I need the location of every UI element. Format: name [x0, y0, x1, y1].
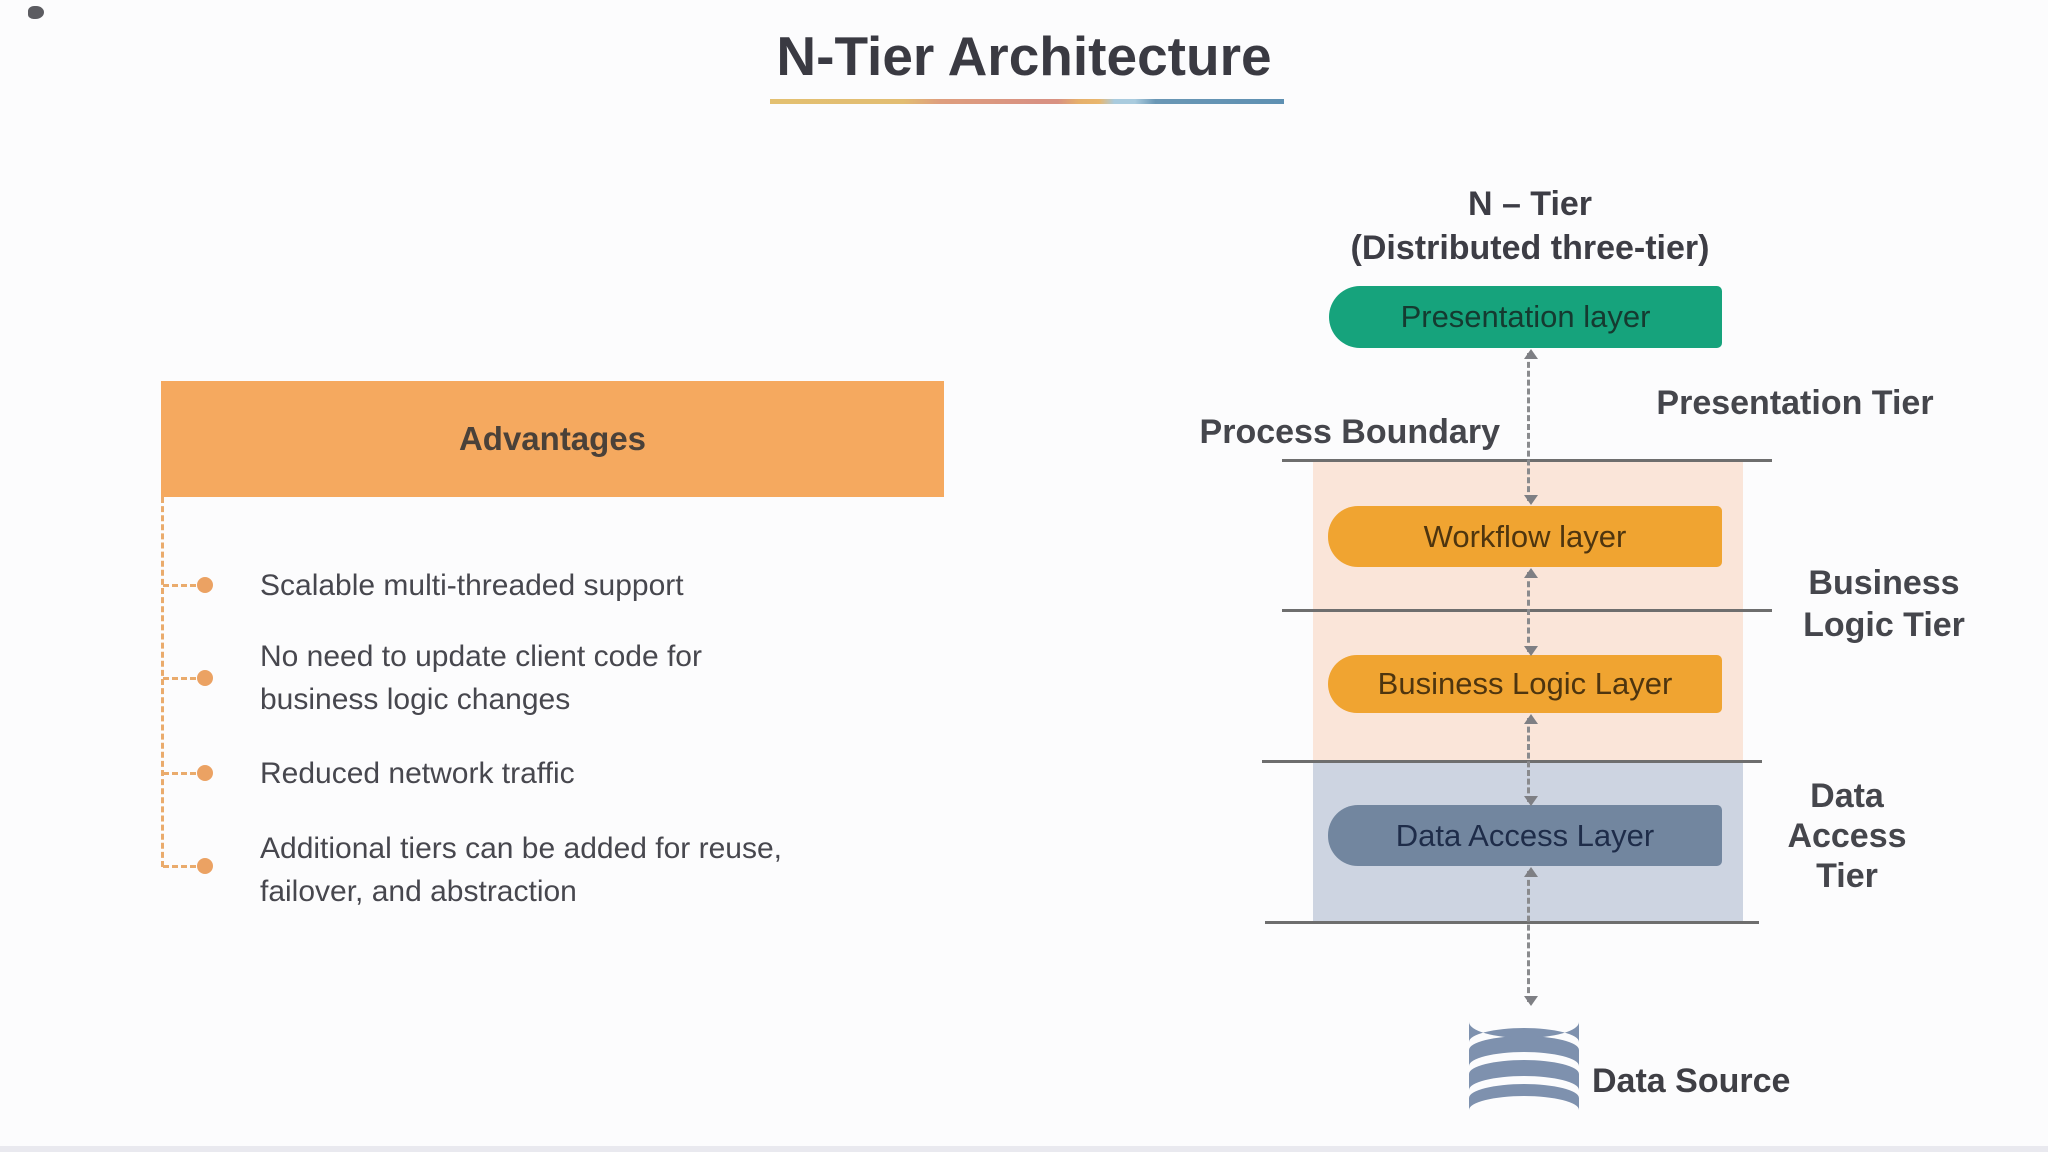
bullet-dot	[197, 765, 213, 781]
dashed-arrow-business-dataaccess	[1524, 714, 1538, 806]
business-logic-layer-label: Business Logic Layer	[1377, 666, 1673, 701]
advantage-item-line: Reduced network traffic	[260, 757, 575, 790]
process-boundary-label: Process Boundary	[1199, 413, 1500, 451]
advantage-item: No need to update client code for busine…	[260, 635, 702, 721]
data-access-tier-label: Data Access Tier	[1722, 776, 1972, 896]
diagram-heading: N – Tier (Distributed three-tier)	[1330, 182, 1730, 270]
advantages-bracket-line	[161, 497, 164, 867]
bullet-connector	[163, 584, 196, 587]
bullet-dot	[197, 858, 213, 874]
boundary-line-4	[1265, 921, 1759, 924]
presentation-layer-label: Presentation layer	[1400, 299, 1651, 334]
bullet-connector	[163, 677, 196, 680]
dashed-arrow-presentation-workflow	[1524, 349, 1538, 505]
diagram-heading-line2: (Distributed three-tier)	[1350, 229, 1710, 267]
advantages-header: Advantages	[161, 381, 944, 497]
bullet-connector	[163, 865, 196, 868]
business-logic-layer-box: Business Logic Layer	[1328, 655, 1722, 713]
advantage-item: Scalable multi-threaded support	[260, 564, 684, 607]
database-icon	[1469, 1022, 1579, 1110]
advantage-item-line: Additional tiers can be added for reuse,	[260, 832, 782, 865]
advantage-item-line: No need to update client code for	[260, 640, 702, 673]
business-logic-tier-line: Business	[1808, 564, 1960, 602]
presentation-layer-box: Presentation layer	[1329, 286, 1722, 348]
data-access-layer-label: Data Access Layer	[1395, 817, 1655, 853]
advantage-item: Reduced network traffic	[260, 752, 575, 795]
data-access-tier-line: Access	[1787, 817, 1907, 855]
advantage-item-line: business logic changes	[260, 683, 571, 716]
advantage-item-line: Scalable multi-threaded support	[260, 569, 684, 602]
bottom-strip	[0, 1146, 2048, 1152]
bullet-dot	[197, 670, 213, 686]
workflow-layer-box: Workflow layer	[1328, 506, 1722, 567]
data-access-tier-line: Data	[1810, 777, 1884, 815]
title-underline	[770, 99, 1284, 104]
bullet-connector	[163, 772, 196, 775]
diagram-heading-line1: N – Tier	[1467, 185, 1593, 223]
presentation-tier-label: Presentation Tier	[1656, 384, 1934, 422]
boundary-line-3	[1262, 760, 1762, 763]
page-title: N-Tier Architecture	[776, 25, 1272, 87]
advantages-header-label: Advantages	[458, 420, 647, 457]
artifact-dot	[28, 6, 44, 19]
business-logic-tier-line: Logic Tier	[1803, 606, 1965, 644]
bullet-dot	[197, 577, 213, 593]
workflow-layer-label: Workflow layer	[1423, 518, 1627, 554]
business-logic-tier-label: Business Logic Tier	[1734, 562, 2034, 646]
data-access-layer-box: Data Access Layer	[1328, 805, 1722, 866]
dashed-arrow-dataaccess-datasource	[1524, 867, 1538, 1006]
advantage-item: Additional tiers can be added for reuse,…	[260, 827, 782, 913]
data-source-label: Data Source	[1592, 1062, 1791, 1100]
data-access-tier-line: Tier	[1816, 857, 1878, 895]
dashed-arrow-workflow-business	[1524, 568, 1538, 656]
advantage-item-line: failover, and abstraction	[260, 875, 577, 908]
